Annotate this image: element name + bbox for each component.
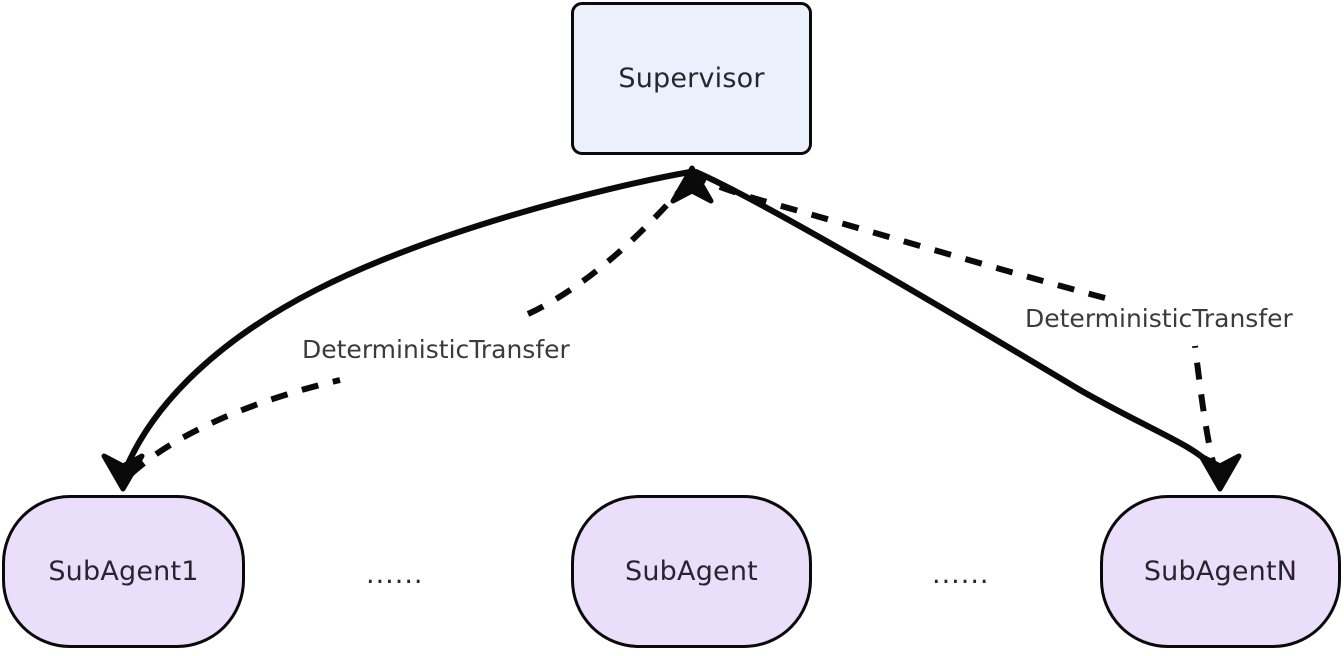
node-subagent1-label: SubAgent1 xyxy=(48,556,199,587)
edge-subagent1-to-supervisor-lower xyxy=(128,377,341,477)
edge-subagentn-to-supervisor-lower xyxy=(1192,345,1219,475)
node-subagentn-label: SubAgentN xyxy=(1143,556,1298,587)
edge-label-left-deterministic-transfer: DeterministicTransfer xyxy=(296,334,576,365)
ellipsis-right: ...... xyxy=(932,559,990,590)
node-subagent-mid-label: SubAgent xyxy=(625,556,758,587)
edge-supervisor-to-subagentn xyxy=(693,169,1215,469)
edge-supervisor-to-subagent1 xyxy=(124,169,693,469)
edge-to-supervisor-arrowhead xyxy=(670,165,714,204)
node-subagentn[interactable]: SubAgentN xyxy=(1100,495,1341,648)
node-subagent1[interactable]: SubAgent1 xyxy=(2,495,245,648)
ellipsis-left: ...... xyxy=(366,559,424,590)
node-supervisor-label: Supervisor xyxy=(618,63,765,94)
node-subagent-mid[interactable]: SubAgent xyxy=(571,495,812,648)
edge-subagentn-to-supervisor-upper xyxy=(694,173,1106,301)
node-supervisor[interactable]: Supervisor xyxy=(571,2,812,155)
edge-supervisor-to-subagentn-arrowhead xyxy=(1198,453,1242,492)
edge-subagent1-to-supervisor-upper xyxy=(526,176,694,317)
edge-label-right-deterministic-transfer: DeterministicTransfer xyxy=(1019,303,1299,334)
